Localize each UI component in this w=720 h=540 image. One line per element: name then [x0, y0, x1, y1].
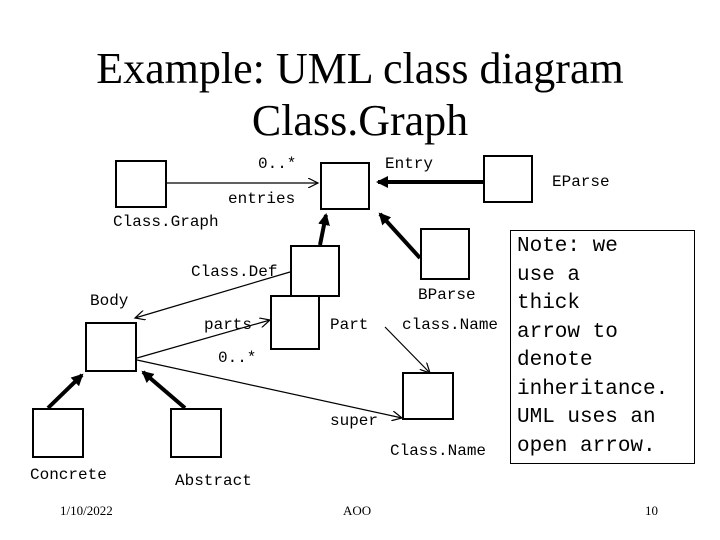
class-box-body [85, 322, 137, 372]
note-box: Note: we use a thick arrow to denote inh… [510, 230, 695, 464]
note-line: open arrow. [517, 434, 656, 458]
label-bparse: BParse [418, 286, 476, 304]
slide-title-line2: Class.Graph [251, 96, 469, 145]
note-line: thick [517, 292, 581, 315]
label-part: Part [330, 316, 369, 334]
assoc-parts-line [135, 271, 291, 318]
note-line: use a [517, 263, 581, 287]
label-classgraph: Class.Graph [113, 213, 219, 231]
class-box-entry [320, 162, 370, 210]
footer-page-number: 10 [645, 503, 658, 518]
note-line: arrow to [517, 320, 618, 344]
note-line: UML uses an [517, 406, 656, 429]
label-body: Body [90, 292, 129, 310]
label-multiplicity-mid: 0..* [218, 349, 257, 367]
label-classname: Class.Name [390, 442, 487, 460]
class-box-classname [402, 372, 454, 420]
label-multiplicity-top: 0..* [258, 155, 297, 173]
class-box-part [270, 295, 320, 350]
label-parts: parts [204, 316, 253, 334]
inherit-bparse-entry-line [378, 212, 422, 260]
note-line: denote [517, 349, 593, 372]
slide-title-line1: Example: UML class diagram [96, 44, 624, 93]
label-super: super [330, 412, 379, 430]
assoc-classname-line [384, 326, 430, 373]
label-classname-role: class.Name [402, 316, 499, 334]
assoc-body-part-line [136, 320, 270, 359]
label-classdef: Class.Def [191, 263, 278, 281]
note-line: Note: we [517, 235, 618, 258]
class-box-abstract [170, 408, 222, 458]
class-box-bparse [420, 228, 470, 280]
footer-center: AOO [343, 503, 372, 518]
label-entry: Entry [385, 155, 434, 173]
label-eparse: EParse [552, 173, 610, 191]
class-box-concrete [32, 408, 84, 458]
inherit-classdef-entry-line [318, 213, 330, 246]
note-line: inheritance. [517, 377, 669, 401]
class-box-classgraph [115, 160, 167, 208]
inherit-concrete-body-line [46, 373, 84, 410]
class-box-eparse [483, 155, 533, 203]
label-concrete: Concrete [30, 466, 107, 484]
footer-date: 1/10/2022 [60, 503, 113, 518]
class-box-classdef [290, 245, 340, 297]
inherit-abstract-body-line [141, 370, 187, 410]
label-abstract: Abstract [175, 472, 252, 490]
assoc-super-line [136, 359, 402, 418]
label-entries: entries [228, 190, 296, 208]
